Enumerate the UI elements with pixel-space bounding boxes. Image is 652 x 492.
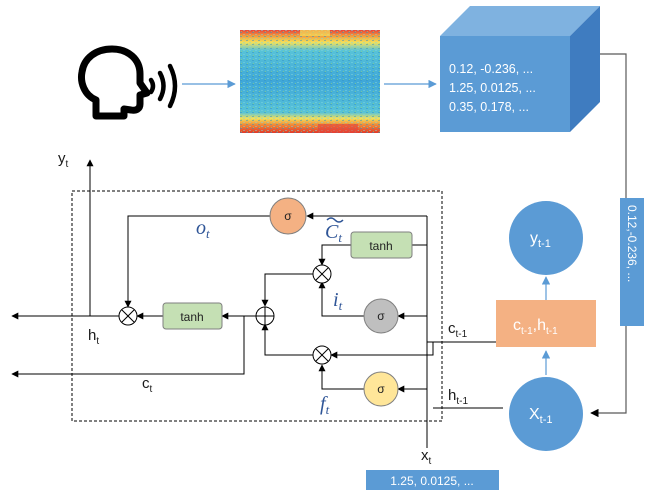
label-h-t: ht [88, 327, 99, 347]
cell-tanh-box: tanh [162, 302, 223, 330]
input-multiply-operator [312, 264, 332, 284]
cube-line-2: 1.25, 0.0125, ... [449, 81, 536, 95]
vertical-vector-box: 0.12,-0.236, ... [620, 198, 644, 326]
cube-front-face [440, 36, 570, 132]
label-output-gate-o-t: ot [196, 217, 210, 241]
input-vector-box: 1.25, 0.0125, ... [366, 470, 499, 490]
spectrogram-image [240, 30, 380, 133]
prev-state-label: ct-1,ht-1 [513, 317, 558, 337]
lstm-wiring [11, 159, 503, 448]
speaker-icon [78, 45, 178, 120]
output-gate-symbol: σ [284, 209, 292, 223]
input-gate-symbol: σ [377, 309, 385, 323]
label-forget-gate-f-t: ft [320, 393, 330, 417]
candidate-tanh-label: tanh [369, 239, 392, 253]
output-gate-sigma: σ [269, 197, 307, 235]
label-y-t: yt [58, 150, 69, 170]
input-gate-sigma: σ [363, 298, 399, 334]
cube-line-1: 0.12, -0.236, ... [449, 62, 533, 76]
candidate-tanh-box: tanh [350, 231, 413, 259]
cube-top-face [440, 6, 600, 36]
forget-gate-symbol: σ [377, 382, 385, 396]
sum-operator [255, 306, 275, 326]
svg-text:Ct: Ct [325, 221, 342, 245]
label-candidate-c-tilde: Ct [325, 217, 344, 245]
forget-multiply-operator [312, 345, 332, 365]
cube-side-face [570, 6, 600, 132]
label-c-t: ct [142, 375, 153, 395]
input-vector-text: 1.25, 0.0125, ... [390, 474, 473, 488]
prev-input-label: Xt-1 [529, 406, 553, 426]
output-multiply-operator [118, 306, 138, 326]
prev-state-box: ct-1,ht-1 [496, 300, 596, 347]
lstm-cell-boundary [71, 190, 443, 422]
feature-cube: 0.12, -0.236, ... 1.25, 0.0125, ... 0.35… [440, 6, 600, 132]
prev-input-node: Xt-1 [509, 377, 583, 451]
label-h-prev: ht-1 [448, 387, 468, 407]
forget-gate-sigma: σ [363, 371, 399, 407]
cube-line-3: 0.35, 0.178, ... [449, 100, 529, 114]
cell-tanh-label: tanh [180, 310, 203, 324]
prev-output-node: yt-1 [509, 201, 583, 275]
prev-output-label: yt-1 [530, 230, 551, 250]
vertical-vector-text: 0.12,-0.236, ... [625, 205, 639, 282]
label-c-prev: ct-1 [448, 320, 468, 340]
label-x-t: xt [421, 447, 432, 467]
label-input-gate-i-t: it [333, 289, 343, 313]
